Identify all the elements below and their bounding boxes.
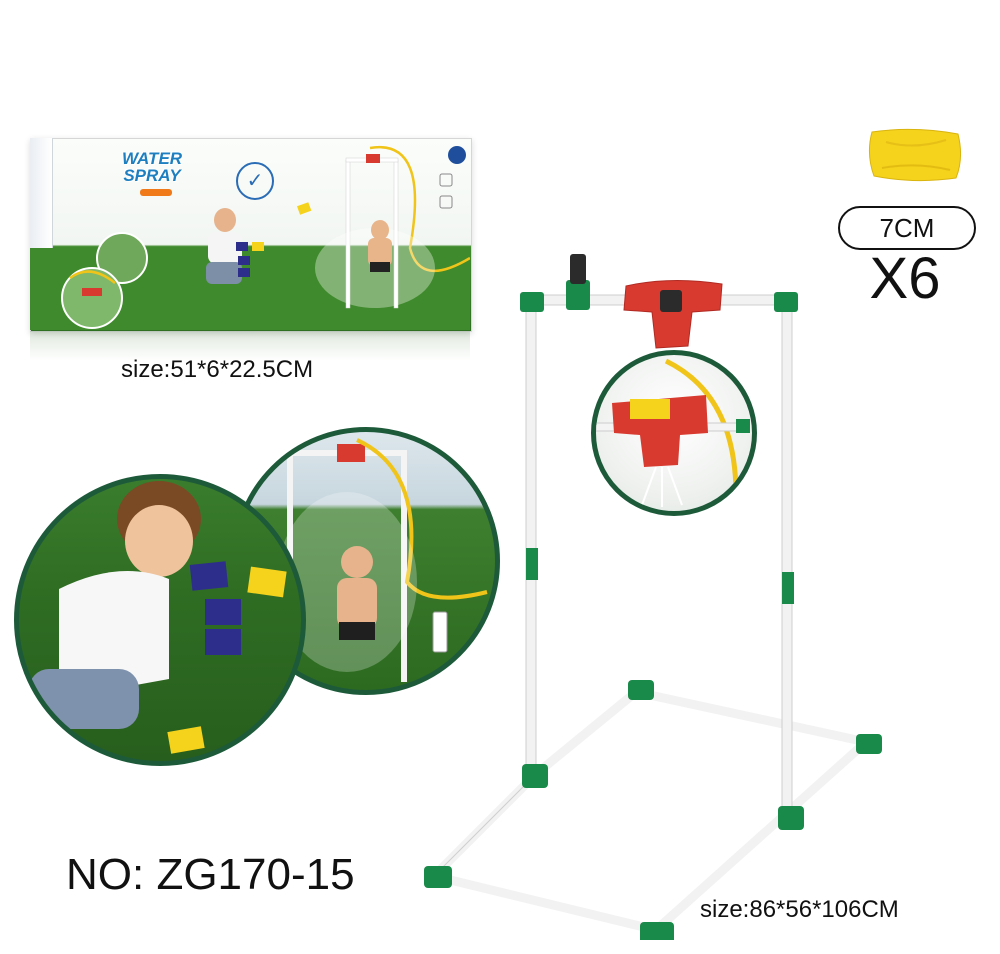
sprayer-detail-illustration [596, 358, 750, 507]
box-logo-line2: SPRAY [123, 166, 181, 185]
box-size-caption: size:51*6*22.5CM [121, 356, 314, 383]
box-artwork [30, 145, 470, 330]
checkmark-icon: ✓ [236, 162, 274, 200]
sprinkler-frame-image [424, 254, 882, 940]
frame-size-caption: size:86*56*106CM [700, 896, 899, 923]
box-reflection [30, 331, 470, 361]
age-badge-icon [448, 146, 466, 164]
bean-bag-count: X6 [869, 246, 941, 311]
bean-bag-size-label: 7CM [838, 206, 976, 250]
box-subtitle-tag [140, 189, 172, 196]
box-logo-line1: WATER [121, 149, 183, 168]
box-logo: WATER SPRAY [112, 150, 192, 184]
boy-scene-illustration [29, 481, 287, 754]
model-number: NO: ZG170-15 [66, 850, 355, 899]
bean-bag-image [868, 128, 962, 182]
boy-with-bean-bags-photo [14, 474, 306, 766]
sprayer-detail-closeup [591, 350, 757, 516]
